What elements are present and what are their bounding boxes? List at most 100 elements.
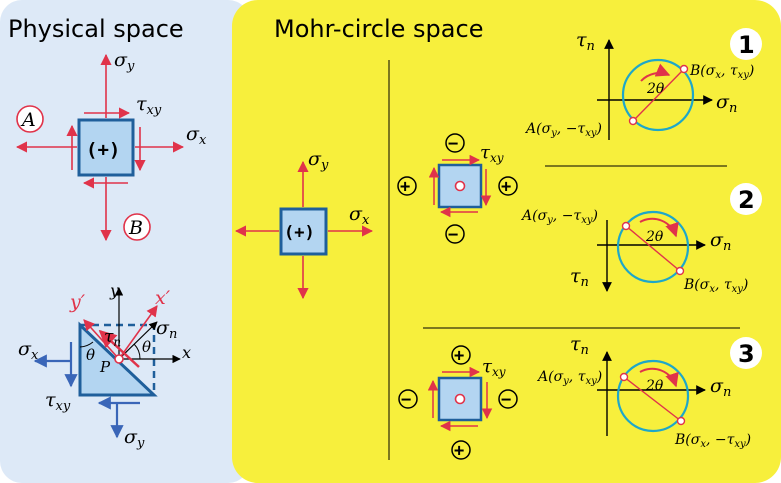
phys-tau-xy-sub: xy: [147, 103, 162, 118]
wedge-axis-x: x: [182, 343, 191, 362]
mohr-title: Mohr-circle space: [274, 15, 483, 43]
center-sign-label: (+): [284, 223, 315, 243]
wedge-point-p: P: [99, 358, 111, 376]
center-sigma-y: σ: [308, 148, 322, 170]
wedge-theta-right: θ: [142, 338, 151, 356]
wedge-sigma-y: σ: [124, 426, 138, 448]
case-2: 2 2θ σn τn A(σy, −τxy) B(σx, τxy): [520, 183, 762, 295]
case-2-point-b-rest: , τ: [715, 277, 732, 293]
case-3-number: 3: [738, 340, 755, 368]
wedge-axis-yp: y′: [69, 291, 86, 313]
case-2-point-b-sub: x: [709, 284, 715, 295]
svg-text:σx: σx: [18, 338, 39, 363]
phys-sigma-y-sub: y: [126, 59, 135, 74]
svg-text:σn: σn: [710, 229, 731, 254]
element-sign-label: (+): [86, 139, 120, 161]
svg-text:A(σy, −τxy): A(σy, −τxy): [520, 208, 598, 226]
case-2-point-a: A(σ: [520, 208, 548, 224]
case-1-axis-tau-sub: n: [587, 39, 595, 54]
wedge-sigma-y-sub: y: [136, 436, 145, 451]
center-stress-element: (+) σy σx: [234, 148, 374, 300]
case-2-point-a-sub: y: [546, 215, 553, 226]
case-1-point-a: A(σ: [524, 121, 552, 137]
physical-title: Physical space: [8, 15, 184, 43]
case-2-point-a-rest: , −τ: [553, 208, 582, 224]
case-2-angle: 2θ: [645, 229, 664, 245]
case-1-axis-sigma-sub: n: [729, 101, 737, 116]
case-1-number: 1: [738, 31, 755, 59]
case-1-left-sign: +: [400, 177, 410, 197]
svg-text:τn: τn: [576, 29, 595, 54]
phys-point-b: B: [128, 217, 143, 239]
case-3-point-b: B(σ: [674, 432, 701, 448]
wedge-tau-xy: τ: [45, 389, 56, 411]
svg-text:σy: σy: [124, 426, 145, 451]
case-2-axis-tau: τ: [570, 265, 581, 287]
svg-text:B(σx, τxy): B(σx, τxy): [689, 63, 754, 81]
case-3-tau-sub: xy: [492, 365, 506, 379]
case-1-tau-sub: xy: [490, 151, 504, 165]
case-1-point-b: B(σ: [689, 63, 716, 79]
case-1-right-sign: +: [501, 177, 511, 197]
svg-text:τxy: τxy: [45, 389, 71, 414]
case-3-point-a-sub2: xy: [585, 376, 597, 387]
svg-text:τxy: τxy: [482, 356, 506, 379]
case-1-point-b-rest: , τ: [721, 63, 738, 79]
case-1: 1 − + + − τxy 2θ τn σn A(σy, −τxy) B(σx,…: [397, 28, 762, 245]
phys-point-a: A: [20, 109, 36, 131]
case-1-bottom-sign: −: [448, 225, 458, 245]
case-1-point-b-sub: x: [715, 70, 721, 81]
case-3-point-a: A(σ: [536, 369, 564, 385]
svg-text:σn: σn: [716, 91, 737, 116]
case-3-point-a-sub: y: [562, 376, 569, 387]
svg-text:A(σy, −τxy): A(σy, −τxy): [524, 121, 602, 139]
point-a-marker: [16, 105, 44, 133]
case-2-axis-tau-sub: n: [581, 275, 589, 290]
case-1-axis-sigma: σ: [716, 91, 730, 113]
case-1-top-sign: −: [448, 134, 458, 154]
svg-text:σy: σy: [114, 49, 135, 74]
case-1-point-a-sub: y: [550, 128, 557, 139]
wedge-axis-y: y: [109, 281, 120, 300]
case-3-axis-tau-sub: n: [581, 343, 589, 358]
svg-text:B(σx, −τxy): B(σx, −τxy): [674, 432, 751, 450]
svg-text:τn: τn: [104, 327, 121, 349]
case-1-point-a-sub2: xy: [585, 128, 597, 139]
wedge-tau-n: τ: [104, 327, 114, 347]
case-3-top-sign: +: [454, 346, 464, 366]
phys-tau-xy: τ: [136, 93, 147, 115]
case-3-left-sign: −: [401, 390, 411, 410]
case-1-tau: τ: [480, 142, 491, 163]
phys-sigma-x: σ: [186, 123, 200, 145]
case-1-axis-tau: τ: [576, 29, 587, 51]
svg-text:τn: τn: [570, 333, 589, 358]
physical-stress-element: (+) σy τxy σx A B: [15, 49, 207, 242]
svg-text:τxy: τxy: [480, 142, 504, 165]
case-3-axis-sigma-sub: n: [723, 385, 731, 400]
svg-text:σy: σy: [308, 148, 329, 173]
center-sigma-x-sub: x: [362, 213, 370, 228]
case-1-point-b-sub2: xy: [738, 70, 750, 81]
physical-panel: [0, 0, 250, 483]
svg-text:σn: σn: [156, 317, 177, 342]
svg-text:σx: σx: [349, 203, 370, 228]
wedge-theta-left: θ: [86, 346, 95, 364]
case-1-angle: 2θ: [646, 81, 665, 97]
svg-text:τn: τn: [570, 265, 589, 290]
svg-text:σx: σx: [186, 123, 207, 148]
wedge-axis-xp: x′: [155, 287, 171, 309]
svg-text:σn: σn: [710, 375, 731, 400]
wedge-sigma-n-sub: n: [169, 327, 177, 342]
wedge-sigma-n: σ: [156, 317, 170, 339]
svg-text:B(σx, τxy): B(σx, τxy): [683, 277, 748, 295]
wedge-free-body: y y′ x x′ τn σn θ θ P σx τxy σy: [18, 281, 191, 451]
wedge-sigma-x-sub: x: [31, 348, 39, 363]
case-3-right-sign: −: [501, 390, 511, 410]
svg-text:τxy: τxy: [136, 93, 162, 118]
case-3-point-b-rest: , −τ: [706, 432, 735, 448]
center-sigma-x: σ: [349, 203, 363, 225]
case-2-axis-sigma-sub: n: [723, 239, 731, 254]
center-sigma-y-sub: y: [320, 158, 329, 173]
